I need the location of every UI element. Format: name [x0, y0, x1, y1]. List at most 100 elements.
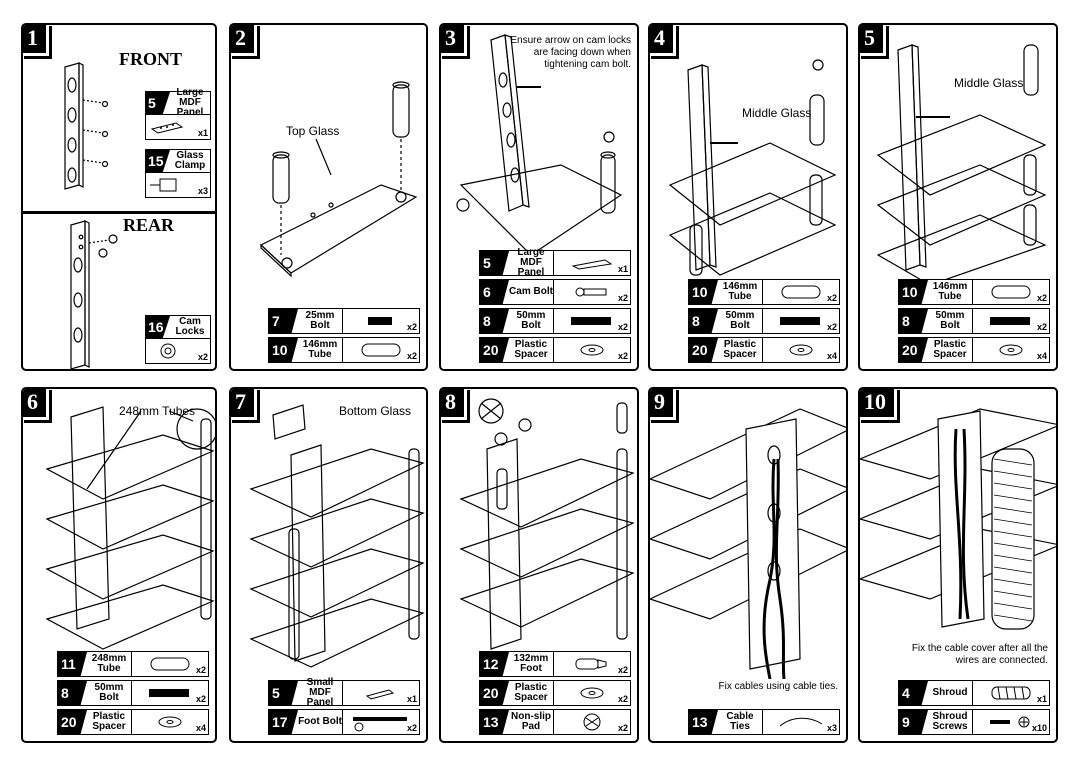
spacer-icon [789, 344, 813, 356]
part-name: 146mm Tube [932, 281, 968, 302]
part-number: 20 [480, 338, 509, 362]
part-number: 5 [480, 251, 509, 275]
part-qty: x2 [406, 322, 417, 332]
tube-icon [361, 343, 401, 357]
part-number: 20 [58, 710, 87, 734]
cam-lock-icon [160, 343, 176, 359]
part-qty: x1 [197, 128, 208, 138]
part-name: Shroud Screws [932, 711, 968, 732]
part-qty: x2 [195, 665, 206, 675]
part-row-large-mdf-panel: 5 Large MDF Panel x1 [479, 247, 631, 278]
part-name: 50mm Bolt [94, 682, 124, 703]
part-number: 10 [689, 280, 718, 304]
part-row-50mm-bolt: 8 50mm Bolt x2 [479, 308, 631, 334]
instruction-note: Fix the cable cover after all the wires … [911, 643, 1048, 666]
screw-icon [990, 716, 1030, 728]
middle-glass-illustration [876, 44, 1047, 285]
front-heading: FRONT [119, 49, 182, 69]
step-number: 5 [860, 25, 886, 56]
part-name: Plastic Spacer [933, 339, 967, 360]
part-qty: x4 [826, 351, 837, 361]
part-number: 5 [269, 681, 298, 705]
part-number: 6 [480, 280, 509, 304]
part-name: 248mm Tube [91, 653, 127, 674]
spacer-icon [580, 344, 604, 356]
bolt-icon [149, 689, 189, 697]
part-number: 20 [689, 338, 718, 362]
step-3-panel: 3 Ensure arrow on cam locks are facing d… [439, 23, 639, 371]
shelf-stack-illustration [45, 406, 215, 650]
part-qty: x1 [1036, 694, 1047, 704]
spacer-icon [999, 344, 1023, 356]
part-name: 50mm Bolt [516, 310, 546, 331]
part-qty: x2 [617, 694, 628, 704]
tube-icon [781, 285, 821, 299]
part-qty: x2 [826, 293, 837, 303]
part-name: Non-slip Pad [511, 711, 551, 732]
step-number: 3 [441, 25, 467, 56]
step-number: 7 [231, 389, 257, 420]
part-name: 50mm Bolt [935, 310, 965, 331]
middle-glass-illustration [668, 59, 837, 276]
part-name: Large MDF Panel [176, 87, 204, 118]
pad-icon [583, 713, 601, 731]
step-number: 10 [860, 389, 897, 420]
rear-heading: REAR [123, 215, 175, 235]
part-qty: x2 [826, 322, 837, 332]
part-qty: x1 [617, 264, 628, 274]
part-number: 20 [899, 338, 928, 362]
spacer-icon [580, 687, 604, 699]
top-glass-illustration [259, 81, 418, 278]
step-number: 2 [231, 25, 257, 56]
part-number: 4 [899, 681, 928, 705]
bolt-icon [990, 317, 1030, 325]
part-qty: x2 [617, 322, 628, 332]
glass-label: Bottom Glass [339, 404, 412, 418]
step-number: 9 [650, 389, 676, 420]
part-number: 20 [480, 681, 509, 705]
part-number: 13 [689, 710, 718, 734]
part-number: 16 [146, 316, 170, 338]
bolt-icon [368, 317, 392, 325]
part-qty: x2 [617, 351, 628, 361]
step-10-panel: 10 Fix the cable cover after all the wir… [858, 387, 1058, 743]
part-number: 15 [146, 150, 170, 172]
part-name: 132mm Foot [513, 653, 549, 674]
panel-icon [365, 689, 395, 700]
part-name: 146mm Tube [302, 339, 338, 360]
part-number: 11 [58, 652, 87, 676]
part-name: 25mm Bolt [305, 310, 335, 331]
tube-icon [991, 285, 1031, 299]
bolt-icon [780, 317, 820, 325]
part-qty: x2 [197, 352, 208, 362]
part-name: Large MDF Panel [517, 247, 545, 278]
part-number: 8 [689, 309, 718, 333]
foot-bolt-icon [353, 717, 407, 732]
part-name: Plastic Spacer [723, 339, 757, 360]
part-qty: x2 [406, 723, 417, 733]
part-qty: x2 [617, 723, 628, 733]
part-qty: x3 [826, 723, 837, 733]
part-number: 9 [899, 710, 928, 734]
feet-illustration [459, 398, 635, 650]
part-number: 8 [480, 309, 509, 333]
panel-icon [150, 122, 184, 134]
